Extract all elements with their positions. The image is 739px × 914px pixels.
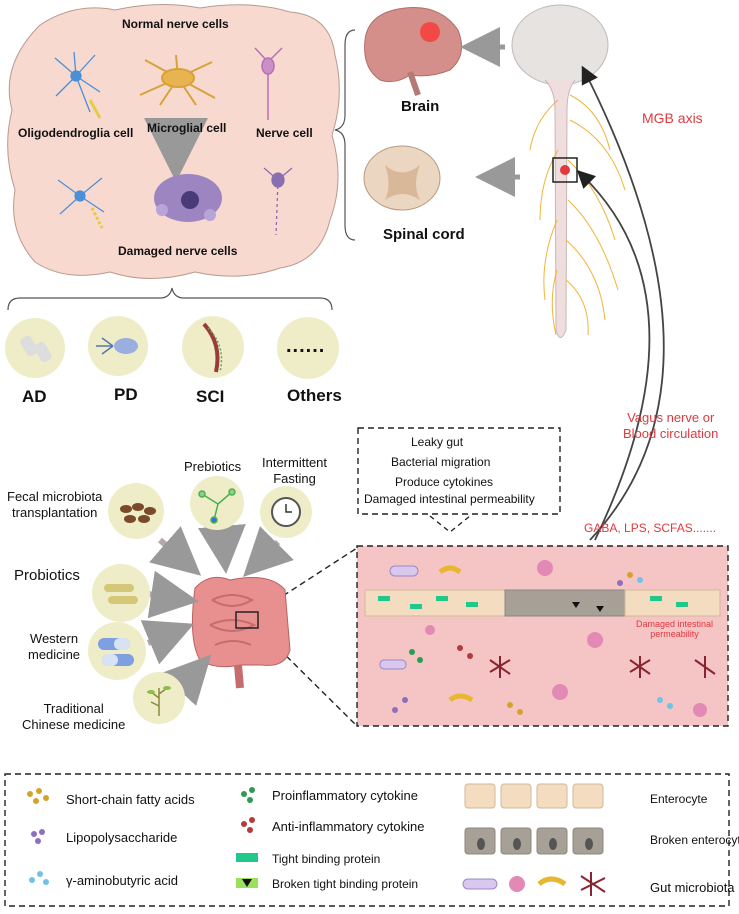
prebiotics-molecule-icon bbox=[198, 488, 236, 524]
metabolites-label: GABA, LPS, SCFAS....... bbox=[584, 521, 717, 535]
damaged-nerve-cells-label: Damaged nerve cells bbox=[118, 244, 238, 258]
damaged-permeability-label: Damaged intestinal permeability bbox=[636, 619, 714, 639]
gaba-icon bbox=[24, 866, 54, 888]
oligodendroglia-label: Oligodendroglia cell bbox=[18, 126, 134, 140]
legend-scfa: Short-chain fatty acids bbox=[66, 792, 195, 807]
brain-spinal-anatomy-icon bbox=[511, 4, 626, 338]
pd-neuron-icon bbox=[96, 337, 138, 355]
probiotics-circle bbox=[92, 564, 150, 622]
fasting-arrow bbox=[243, 526, 294, 577]
fecal-circle bbox=[108, 483, 164, 539]
fecal-arrow bbox=[149, 526, 202, 576]
broken-tight-protein-icon bbox=[236, 878, 258, 888]
others-dots: ...... bbox=[286, 335, 326, 357]
pill-capsules-icon bbox=[98, 638, 134, 666]
microglial-cell-icon bbox=[139, 54, 216, 106]
legend-tight: Tight binding protein bbox=[272, 852, 381, 866]
intestine-focus-box bbox=[235, 611, 259, 629]
nerve-cell-label: Nerve cell bbox=[256, 126, 313, 140]
fecal-pellets-icon bbox=[120, 503, 156, 523]
western-circle bbox=[88, 622, 146, 680]
legend-box bbox=[4, 773, 730, 907]
probiotics-arrow bbox=[147, 570, 199, 619]
pd-circle bbox=[88, 316, 148, 376]
spinal-cord-label: Spinal cord bbox=[383, 226, 465, 243]
tcm-arrow bbox=[161, 654, 212, 706]
fasting-circle bbox=[260, 486, 312, 538]
vagus-arrow-brain bbox=[581, 65, 665, 541]
tcm-label: Traditional Chinese medicine bbox=[22, 701, 126, 732]
broken-enterocyte-icon bbox=[461, 822, 621, 856]
produce-cytokines-text: Produce cytokines bbox=[395, 475, 494, 489]
probiotics-label: Probiotics bbox=[14, 567, 80, 584]
prebiotics-label: Prebiotics bbox=[184, 459, 242, 474]
bacterial-migration-text: Bacterial migration bbox=[391, 455, 491, 469]
tcm-circle bbox=[133, 672, 185, 724]
microglial-label: Microglial cell bbox=[147, 121, 227, 135]
cns-bracket bbox=[334, 29, 356, 241]
legend-broken-tight: Broken tight binding protein bbox=[272, 877, 419, 891]
anti-cytokine-icon bbox=[236, 814, 262, 836]
legend-broken-enterocyte: Broken enterocyte bbox=[650, 833, 739, 847]
legend-pro: Proinflammatory cytokine bbox=[272, 788, 418, 803]
normal-nerve-cells-title: Normal nerve cells bbox=[122, 17, 229, 31]
legend-gaba: γ-aminobutyric acid bbox=[66, 873, 178, 888]
prebiotics-arrow bbox=[198, 524, 246, 574]
sci-circle bbox=[182, 316, 244, 378]
damaged-permeability-text: Damaged intestinal permeability bbox=[364, 492, 535, 506]
prebiotics-circle bbox=[190, 476, 244, 530]
sci-spine-icon bbox=[202, 322, 223, 373]
brain-label: Brain bbox=[401, 98, 440, 115]
western-arrow bbox=[140, 620, 195, 665]
tight-protein-icon bbox=[236, 853, 258, 862]
microbes-scatter bbox=[379, 560, 716, 717]
vagus-label: Vagus nerve or Blood circulation bbox=[623, 410, 719, 441]
lps-icon bbox=[24, 826, 54, 848]
brain-section-icon bbox=[364, 6, 463, 96]
mgb-axis-label: MGB axis bbox=[642, 110, 703, 126]
gut-microbiota-icon bbox=[459, 870, 629, 896]
gut-effects-box bbox=[357, 427, 561, 515]
vagus-arrow-spine bbox=[576, 169, 651, 541]
damaged-nerve-icon bbox=[263, 167, 293, 236]
damaged-microglial-icon bbox=[154, 174, 222, 222]
ad-circle bbox=[5, 318, 65, 378]
gut-lumen-box bbox=[356, 545, 729, 727]
probiotic-bacteria-icon bbox=[104, 584, 138, 604]
intestine-icon bbox=[191, 576, 291, 689]
legend-lps: Lipopolysaccharide bbox=[66, 830, 178, 845]
enterocyte-row bbox=[364, 589, 721, 617]
herb-plant-icon bbox=[147, 686, 171, 716]
legend-anti: Anti-inflammatory cytokine bbox=[272, 819, 425, 834]
leaky-gut-text: Leaky gut bbox=[411, 435, 464, 449]
western-label: Western medicine bbox=[28, 631, 81, 662]
disease-others: Others bbox=[287, 386, 342, 405]
pro-cytokine-icon bbox=[236, 784, 262, 806]
enterocyte-icon bbox=[461, 780, 621, 810]
nerve-cell-icon bbox=[254, 47, 283, 120]
spinal-cord-section-icon bbox=[363, 145, 441, 211]
legend-gut-microbiota: Gut microbiota bbox=[650, 880, 735, 895]
others-circle: ...... bbox=[277, 317, 339, 379]
disease-pd: PD bbox=[114, 385, 138, 404]
fecal-label: Fecal microbiota transplantation bbox=[7, 489, 103, 521]
scfa-icon bbox=[24, 786, 54, 808]
oligodendroglia-cell-icon bbox=[54, 51, 102, 119]
legend-enterocyte: Enterocyte bbox=[650, 792, 708, 806]
disease-bracket bbox=[7, 287, 333, 311]
disease-sci: SCI bbox=[196, 387, 225, 406]
fasting-label: Intermittent Fasting bbox=[262, 455, 328, 486]
damaged-oligodendroglia-icon bbox=[57, 177, 105, 229]
disease-ad: AD bbox=[22, 387, 47, 406]
clock-icon bbox=[271, 497, 301, 527]
